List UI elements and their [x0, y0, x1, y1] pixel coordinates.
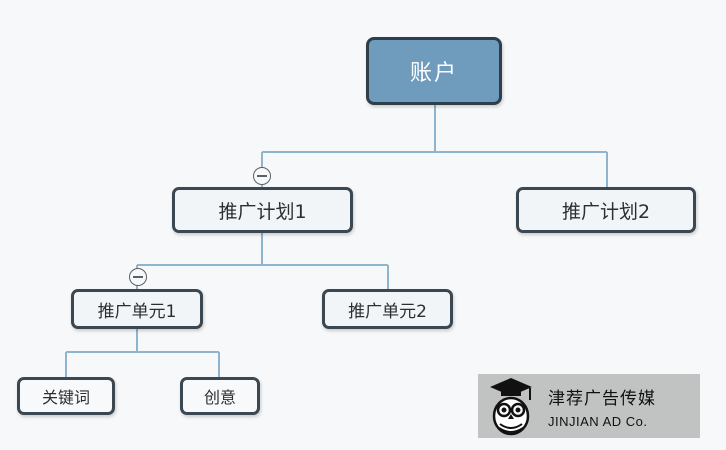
watermark-company-name: 津荐广告传媒: [548, 389, 656, 409]
minus-circle-icon[interactable]: [253, 167, 271, 185]
owl-graduate-icon: [490, 378, 532, 436]
node-unit-1[interactable]: 推广单元1: [71, 289, 203, 329]
connector-unit1-leaves: [65, 329, 220, 377]
node-plan-1[interactable]: 推广计划1: [172, 187, 353, 233]
node-keyword[interactable]: 关键词: [17, 377, 115, 415]
watermark-company-name-en: JINJIAN AD Co.: [548, 414, 648, 429]
node-creative[interactable]: 创意: [180, 377, 260, 415]
minus-circle-icon[interactable]: [129, 268, 147, 286]
company-watermark: 津荐广告传媒 JINJIAN AD Co.: [478, 374, 700, 438]
node-plan-2[interactable]: 推广计划2: [516, 187, 696, 233]
connector-root-plans: [261, 104, 608, 187]
connector-plan1-units: [136, 233, 389, 289]
node-account[interactable]: 账户: [366, 37, 502, 105]
node-unit-2[interactable]: 推广单元2: [322, 289, 453, 329]
